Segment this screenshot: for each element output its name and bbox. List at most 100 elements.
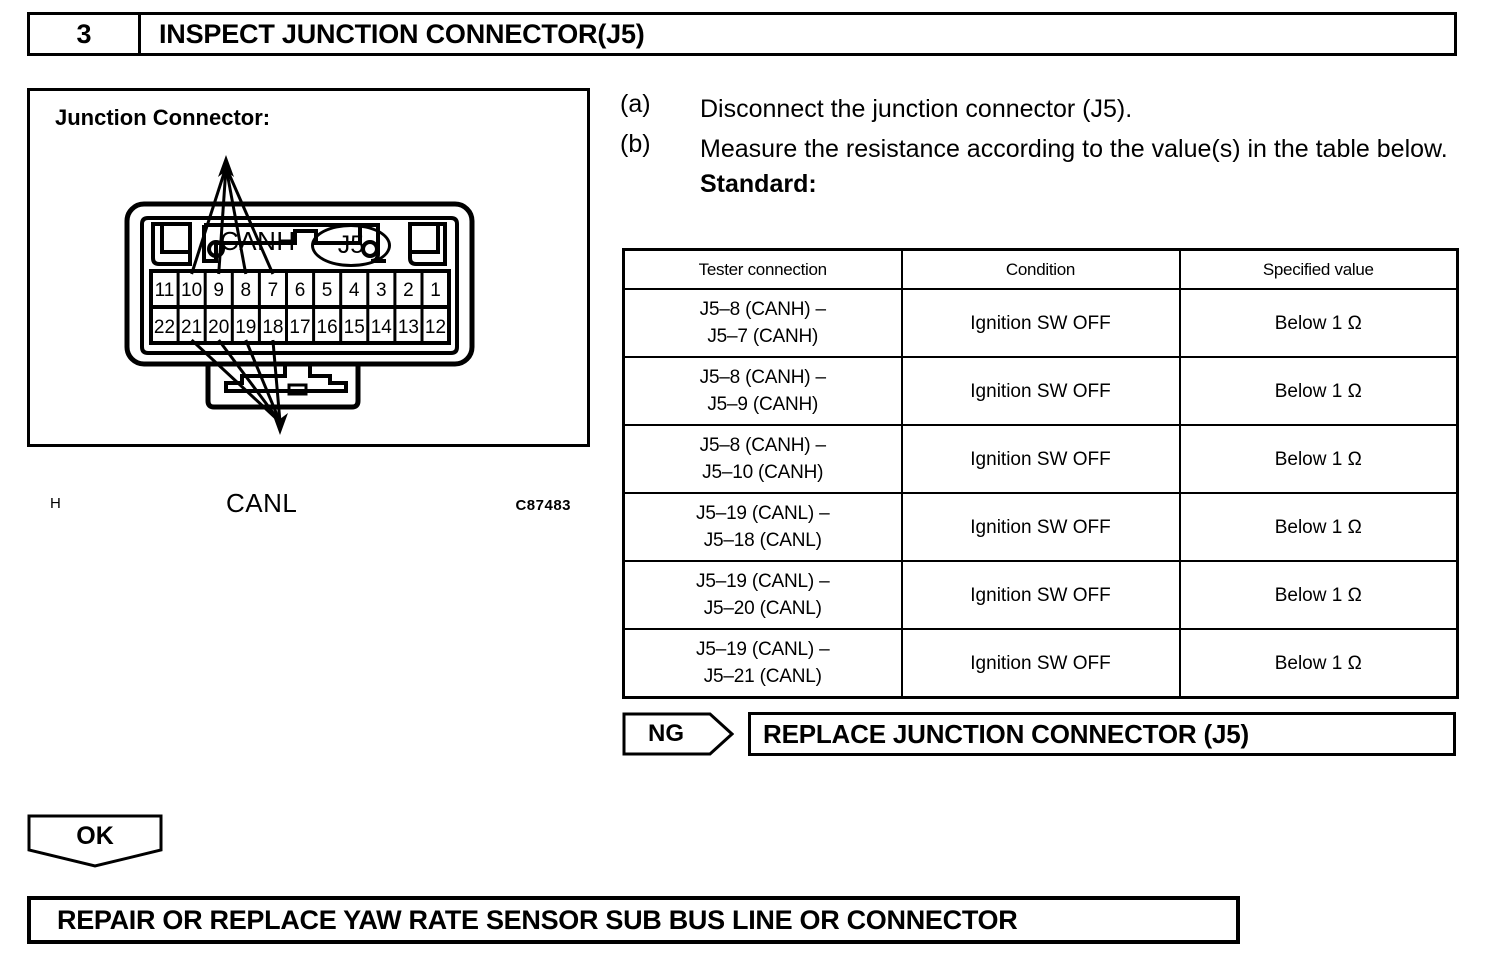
pin-label: 17 (289, 317, 310, 338)
connector-right-key-square (408, 222, 440, 254)
table-row: J5–8 (CANH) – J5–10 (CANH) Ignition SW O… (622, 424, 1459, 494)
table-row: J5–19 (CANL) – J5–21 (CANL) Ignition SW … (622, 628, 1459, 699)
tester-line-1: J5–19 (CANL) – (696, 503, 830, 524)
ng-tag: NG (622, 712, 735, 756)
junction-connector-drawing: 11 10 9 8 7 6 5 4 3 2 1 22 21 20 19 18 1… (124, 155, 475, 435)
pin-label: 5 (322, 280, 333, 301)
final-action-banner: REPAIR OR REPLACE YAW RATE SENSOR SUB BU… (27, 896, 1240, 944)
tester-line-2: J5–7 (CANH) (707, 326, 819, 347)
cell-tester-connection: J5–8 (CANH) – J5–7 (CANH) (622, 288, 903, 358)
connector-left-key-square (160, 222, 192, 254)
cell-condition: Ignition SW OFF (900, 424, 1181, 494)
connector-lower-tab-notch (287, 383, 308, 396)
standard-label: Standard: (700, 170, 817, 198)
cell-specified-value: Below 1 Ω (1178, 560, 1459, 630)
pin-label: 20 (208, 317, 229, 338)
connector-right-key-block (408, 222, 447, 266)
pin-label: 6 (295, 280, 306, 301)
pin-label: 9 (213, 280, 224, 301)
tester-line-1: J5–8 (CANH) – (699, 299, 826, 320)
connector-lower-tab (205, 364, 361, 410)
column-header-condition: Condition (900, 248, 1181, 290)
tester-line-2: J5–21 (CANL) (703, 666, 822, 687)
tester-line-2: J5–20 (CANL) (703, 598, 822, 619)
cell-tester-connection: J5–19 (CANL) – J5–18 (CANL) (622, 492, 903, 562)
pin-label: 3 (376, 280, 387, 301)
column-header-specified-value: Specified value (1178, 248, 1459, 290)
canh-leader-lines (190, 166, 275, 275)
tester-line-2: J5–10 (CANH) (702, 462, 824, 483)
cell-tester-connection: J5–8 (CANH) – J5–10 (CANH) (622, 424, 903, 494)
canl-arrowhead (272, 413, 288, 435)
canl-leader-lines (190, 338, 282, 424)
cell-condition: Ignition SW OFF (900, 356, 1181, 426)
connector-lower-tab-detail (224, 362, 348, 393)
connector-left-alignment-hole (207, 240, 225, 258)
column-header-tester-connection: Tester connection (622, 248, 903, 290)
connector-latch-structure (202, 223, 386, 263)
step-title: INSPECT JUNCTION CONNECTOR(J5) (159, 18, 645, 49)
pin-label: 2 (403, 280, 414, 301)
pin-numbers-top-row: 11 10 9 8 7 6 5 4 3 2 1 (155, 280, 441, 301)
connector-figure-box: Junction Connector: CANH J5 CANL (27, 88, 590, 518)
pin-label: 13 (398, 317, 419, 338)
instruction-marker: (b) (620, 130, 651, 158)
canl-label: CANL (226, 488, 298, 518)
ng-tag-label: NG (648, 720, 684, 747)
canh-arrowhead (218, 155, 234, 177)
table-row: J5–8 (CANH) – J5–9 (CANH) Ignition SW OF… (622, 356, 1459, 426)
cell-condition: Ignition SW OFF (900, 560, 1181, 630)
table-header-row: Tester connection Condition Specified va… (622, 248, 1459, 290)
pin-label: 1 (430, 280, 441, 301)
cell-specified-value: Below 1 Ω (1178, 288, 1459, 358)
ok-tag-label: OK (76, 821, 114, 850)
cell-condition: Ignition SW OFF (900, 492, 1181, 562)
pin-label: 8 (241, 280, 252, 301)
pin-grid-column-dividers (176, 271, 424, 343)
instruction-text: Measure the resistance according to the … (700, 135, 1448, 163)
cell-specified-value: Below 1 Ω (1178, 356, 1459, 426)
connector-left-key-block (151, 222, 192, 266)
ok-tag: OK (27, 814, 163, 868)
connector-right-alignment-hole (361, 240, 379, 258)
pin-label: 10 (181, 280, 202, 301)
figure-code: C87483 (515, 497, 571, 514)
ng-action-box: REPLACE JUNCTION CONNECTOR (J5) (748, 712, 1456, 756)
instruction-list: (a) Disconnect the junction connector (J… (620, 90, 1470, 199)
pin-label: 18 (262, 317, 283, 338)
figure-corner-mark: H (50, 495, 61, 512)
ng-tag-arrow-shape (622, 712, 735, 756)
cell-tester-connection: J5–19 (CANL) – J5–20 (CANL) (622, 560, 903, 630)
pin-label: 7 (268, 280, 279, 301)
pin-label: 21 (181, 317, 202, 338)
tester-line-1: J5–8 (CANH) – (699, 367, 826, 388)
cell-specified-value: Below 1 Ω (1178, 492, 1459, 562)
tester-line-2: J5–18 (CANL) (703, 530, 822, 551)
cell-condition: Ignition SW OFF (900, 288, 1181, 358)
connector-inner-frame (140, 216, 459, 355)
table-row: J5–8 (CANH) – J5–7 (CANH) Ignition SW OF… (622, 288, 1459, 358)
cell-tester-connection: J5–8 (CANH) – J5–9 (CANH) (622, 356, 903, 426)
instruction-text: Disconnect the junction connector (J5). (700, 95, 1133, 123)
table-row: J5–19 (CANL) – J5–20 (CANL) Ignition SW … (622, 560, 1459, 630)
step-number: 3 (30, 15, 141, 53)
tester-line-1: J5–19 (CANL) – (696, 571, 830, 592)
pin-label: 12 (425, 317, 446, 338)
pin-label: 22 (154, 317, 175, 338)
tester-line-1: J5–8 (CANH) – (699, 435, 826, 456)
figure-caption: Junction Connector: (55, 105, 271, 130)
tester-line-2: J5–9 (CANH) (707, 394, 819, 415)
tester-line-1: J5–19 (CANL) – (696, 639, 830, 660)
pin-label: 4 (349, 280, 360, 301)
cell-tester-connection: J5–19 (CANL) – J5–21 (CANL) (622, 628, 903, 699)
cell-specified-value: Below 1 Ω (1178, 424, 1459, 494)
table-row: J5–19 (CANL) – J5–18 (CANL) Ignition SW … (622, 492, 1459, 562)
cell-specified-value: Below 1 Ω (1178, 628, 1459, 699)
instruction-item: (b) Measure the resistance according to … (620, 130, 1470, 168)
ng-result-banner: NG REPLACE JUNCTION CONNECTOR (J5) (622, 712, 1456, 756)
pin-label: 15 (344, 317, 365, 338)
instruction-marker: (a) (620, 90, 651, 118)
step-header-bar: 3 INSPECT JUNCTION CONNECTOR(J5) (27, 12, 1457, 56)
instruction-item: (a) Disconnect the junction connector (J… (620, 90, 1470, 128)
cell-condition: Ignition SW OFF (900, 628, 1181, 699)
